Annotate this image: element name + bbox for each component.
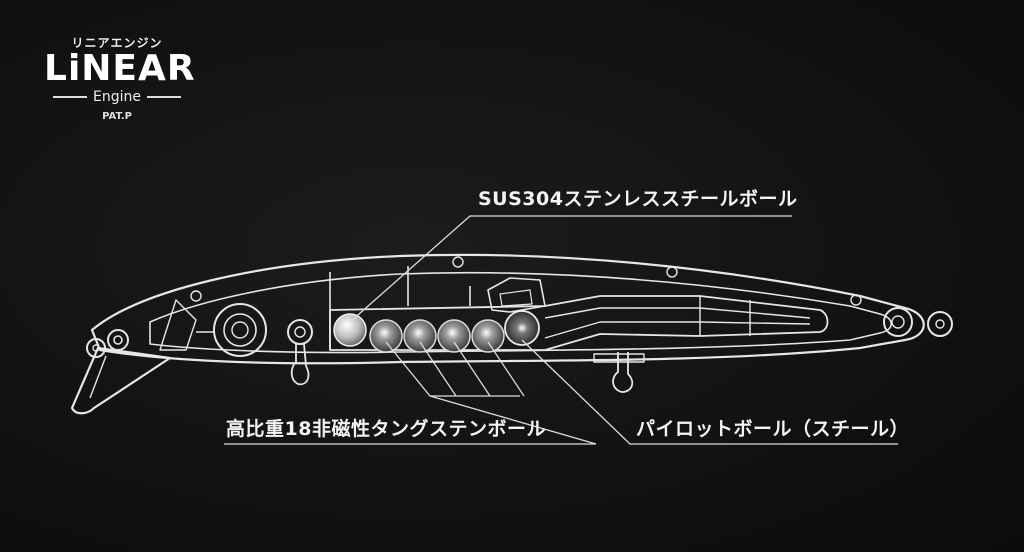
tungsten-ball xyxy=(369,319,403,353)
tail-eye xyxy=(883,307,913,337)
label-steel-ball: SUS304ステンレススチールボール xyxy=(478,188,798,210)
leader-pilot xyxy=(521,339,898,445)
logo-kana: リニアエンジン xyxy=(71,36,163,50)
steel-ball xyxy=(333,313,367,347)
logo-title: LiNEAR xyxy=(44,48,196,89)
logo-patent: PAT.P xyxy=(102,111,132,122)
label-tungsten-ball: 高比重18非磁性タングステンボール xyxy=(226,418,546,440)
pilot-ball xyxy=(504,310,540,346)
line-tie xyxy=(107,329,129,351)
logo-rule-right xyxy=(146,96,181,98)
label-pilot-ball: パイロットボール（スチール） xyxy=(636,418,910,440)
logo-rule-left xyxy=(53,96,87,98)
pilot-chamber xyxy=(487,277,546,313)
tungsten-balls xyxy=(369,319,505,353)
tungsten-ball xyxy=(471,319,505,353)
logo-subtitle: Engine xyxy=(93,89,141,105)
front-ring xyxy=(213,303,267,357)
tungsten-ball xyxy=(437,319,471,353)
lure-inner-outline xyxy=(149,271,893,354)
ball-tube xyxy=(329,295,829,351)
linear-engine-logo: リニアエンジン LiNEAR Engine PAT.P xyxy=(44,34,196,122)
belly-hook-eye-rear xyxy=(612,352,634,393)
diving-lip xyxy=(70,346,172,415)
leader-steel xyxy=(349,215,792,323)
tungsten-ball xyxy=(403,319,437,353)
belly-hook-eye-front xyxy=(287,319,313,345)
lure-body-outline xyxy=(90,253,925,365)
logo-engine-row: Engine xyxy=(44,89,190,105)
